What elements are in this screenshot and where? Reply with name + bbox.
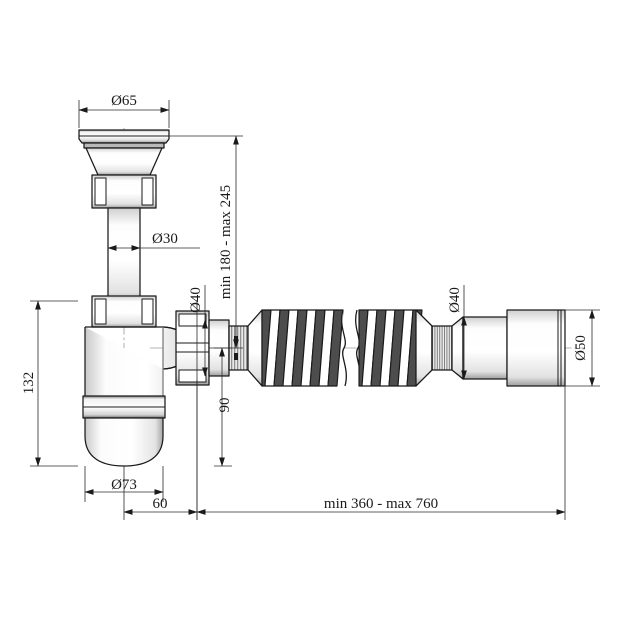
dimension-label-d-65: Ø65 bbox=[111, 93, 137, 109]
flex-pipe-end bbox=[462, 316, 508, 380]
upper-nut bbox=[91, 174, 157, 209]
dimension-label-d-50: Ø50 bbox=[573, 335, 589, 361]
dimension-d-length-range: min 360 - max 760 bbox=[196, 380, 566, 520]
flex-pipe-right-collar bbox=[431, 325, 453, 371]
dimension-label-d-height-range: min 180 - max 245 bbox=[218, 185, 234, 299]
outlet-sleeve bbox=[506, 309, 566, 387]
dimension-label-d-length-range: min 360 - max 760 bbox=[324, 496, 438, 512]
dimension-d-40b: Ø40 bbox=[447, 285, 467, 380]
assembly-geometry bbox=[78, 129, 566, 467]
dimension-label-d-132: 132 bbox=[21, 372, 37, 395]
dimension-d-50: Ø50 bbox=[561, 309, 600, 387]
dimension-label-d-30: Ø30 bbox=[152, 231, 178, 247]
strainer-flange bbox=[78, 129, 170, 149]
dimension-d-height-range: min 180 - max 245 bbox=[169, 135, 243, 349]
dimension-label-d-40a: Ø40 bbox=[188, 287, 204, 313]
dimension-d-40a: Ø40 bbox=[188, 285, 208, 377]
flex-pipe-right-cone bbox=[415, 309, 433, 387]
dimension-label-d-60: 60 bbox=[153, 496, 168, 512]
flex-pipe-left-cone bbox=[247, 309, 263, 387]
lower-nut bbox=[91, 295, 157, 328]
dimension-label-d-90: 90 bbox=[217, 398, 233, 413]
vertical-inlet-pipe bbox=[107, 207, 141, 305]
dimension-annotations: Ø65 Ø30 Ø40 Ø40 bbox=[21, 93, 600, 520]
dimension-label-d-40b: Ø40 bbox=[447, 287, 463, 313]
strainer-cone bbox=[85, 147, 163, 176]
flex-pipe-bellows-right bbox=[358, 309, 423, 387]
flex-pipe-bellows-left bbox=[261, 309, 344, 387]
trap-outlet-nut bbox=[175, 310, 210, 386]
outlet-step-cone bbox=[451, 316, 464, 380]
trap-body bbox=[84, 326, 189, 399]
dimension-d-30: Ø30 bbox=[107, 231, 200, 251]
dimension-d-132: 132 bbox=[21, 300, 78, 467]
dimension-d-65: Ø65 bbox=[78, 93, 170, 128]
trap-cup bbox=[82, 395, 166, 467]
